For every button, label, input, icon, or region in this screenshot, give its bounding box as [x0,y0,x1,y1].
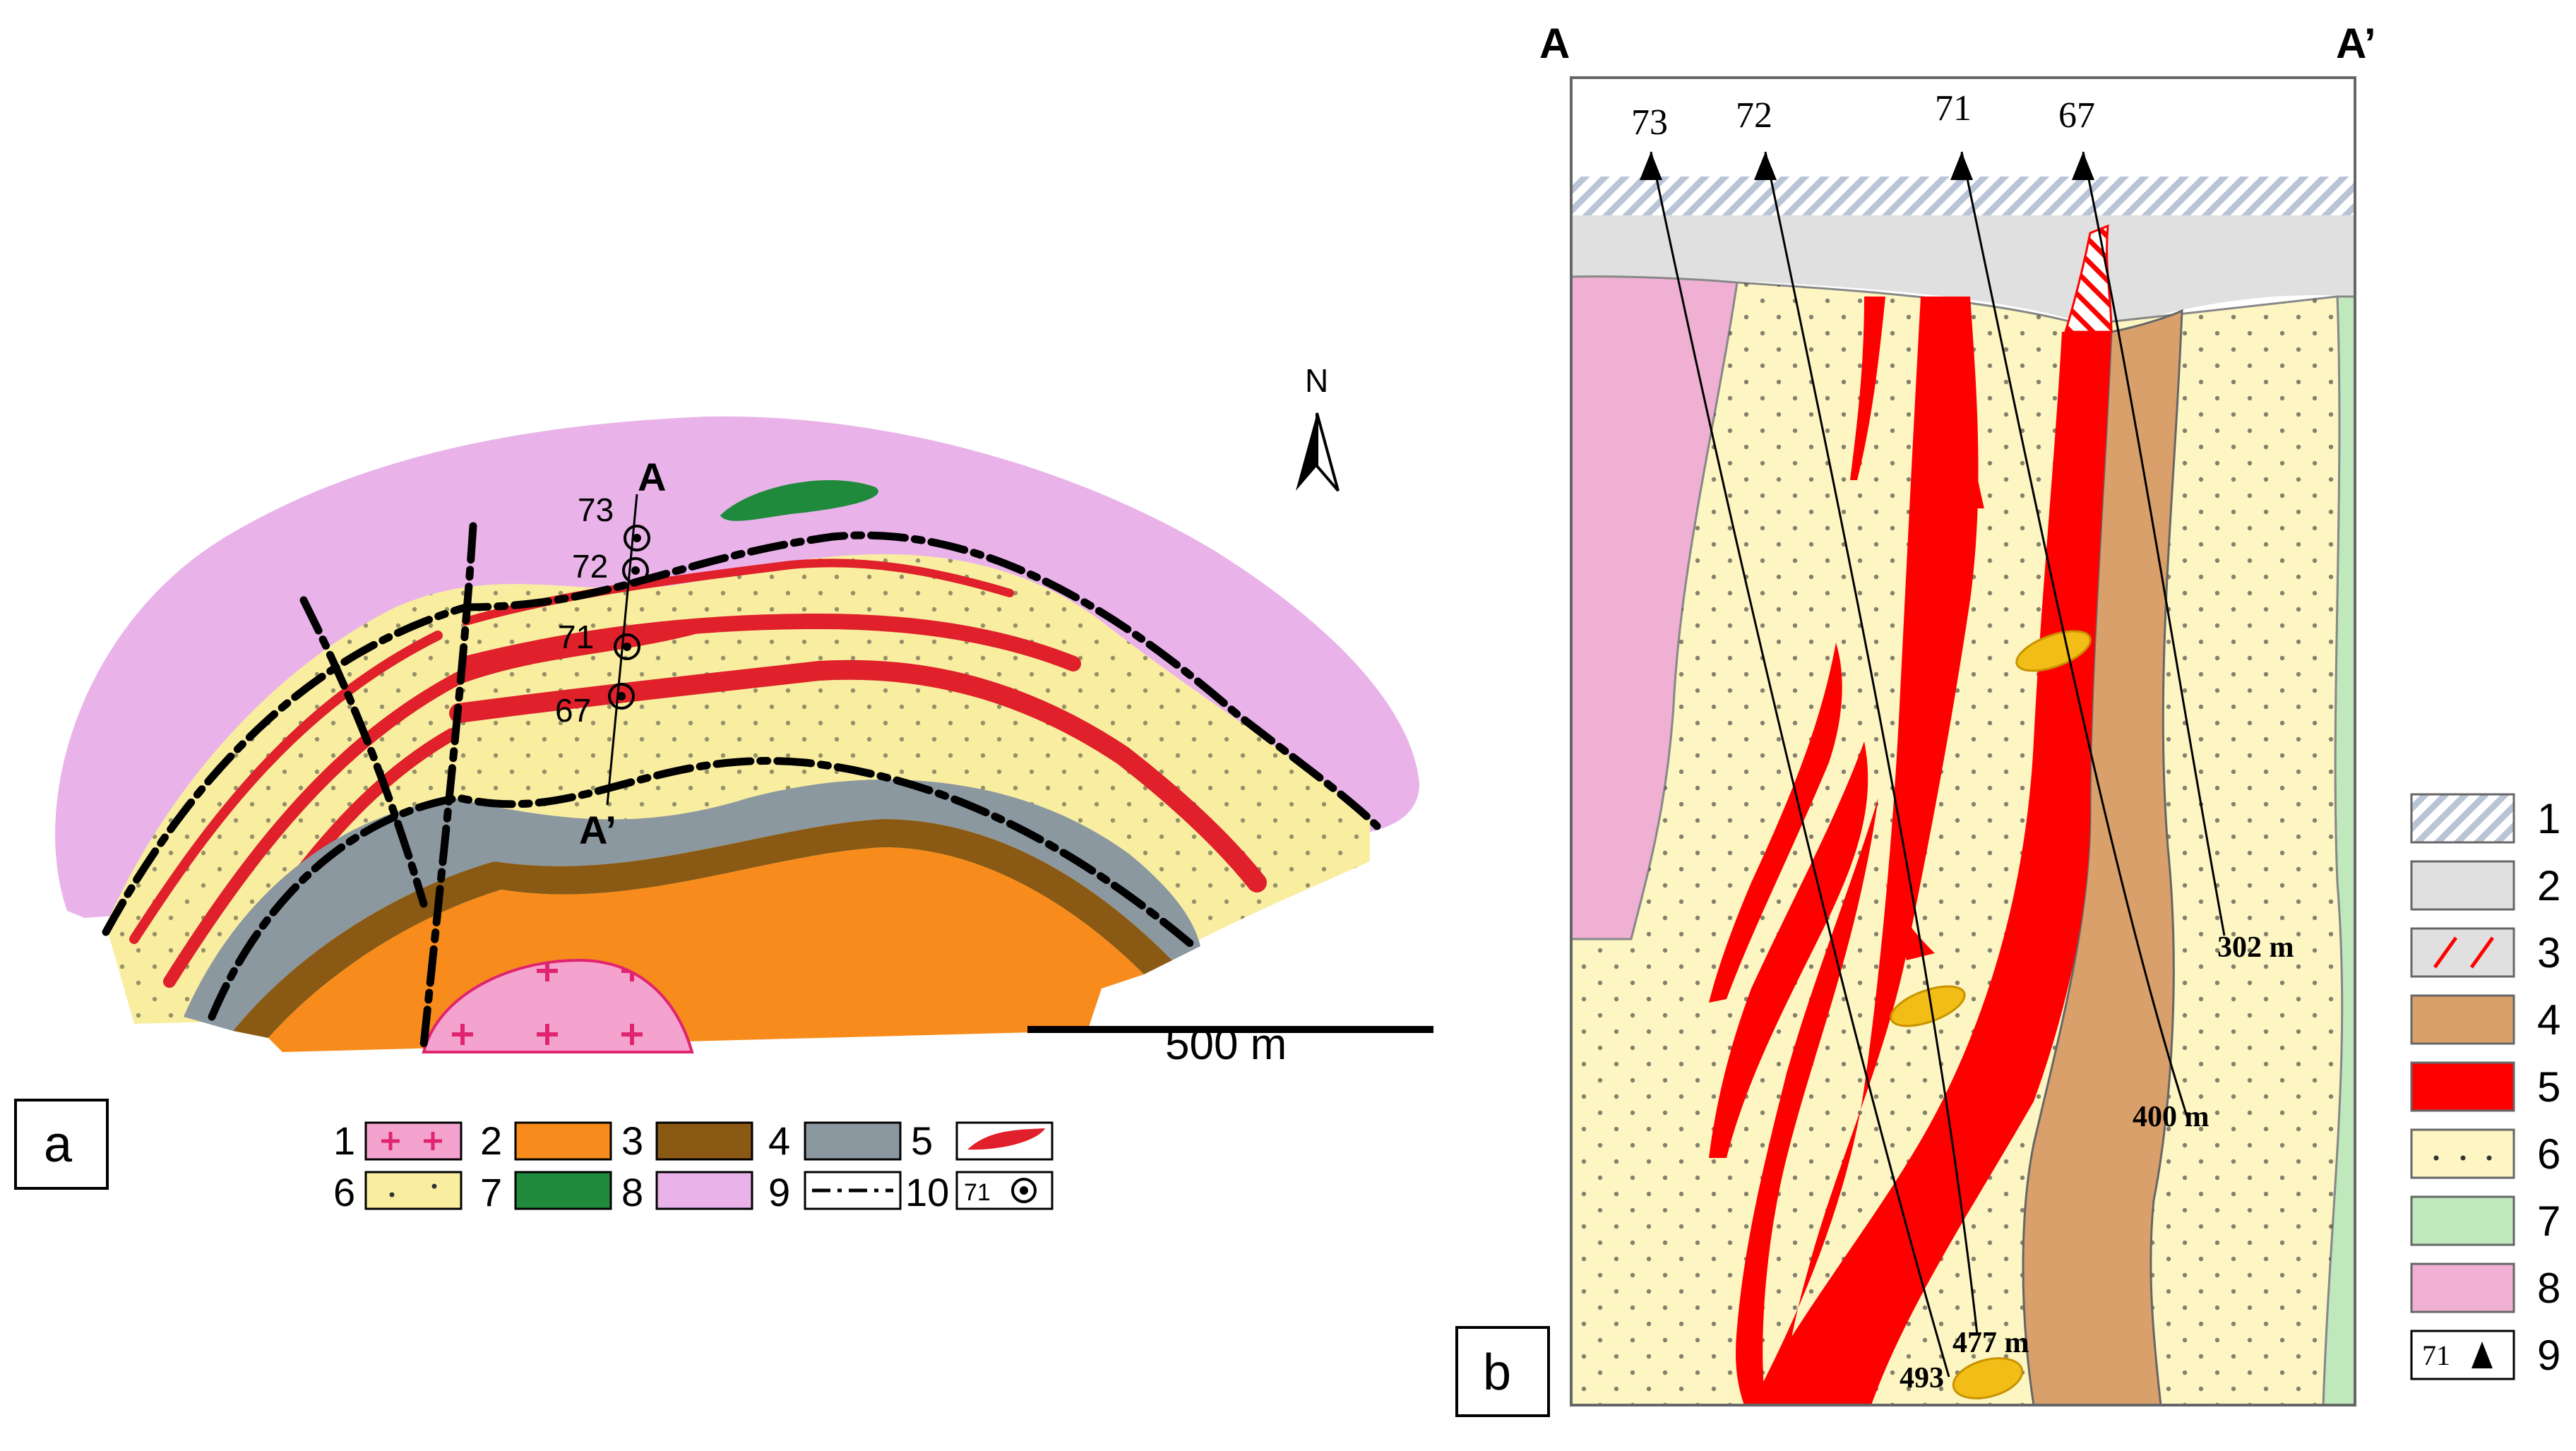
fault-lines [102,522,1381,1049]
legend-a-num-9: 9 [768,1170,790,1214]
well-markers-map [608,525,650,710]
grey-cover [1571,215,2355,332]
hatched-red-vein [2063,224,2113,333]
legend-b-swatch-6 [2410,1128,2515,1179]
panel-b-letter-box [1455,1326,1550,1417]
well-67-marker [608,683,635,710]
panel-a-letter-box [14,1099,109,1190]
legend-b-swatch-2 [2410,860,2515,911]
legend-b-num-3: 3 [2537,929,2560,977]
drillhole-67 [2082,151,2226,936]
panel-b-section: 73 72 71 67 302 m 400 m 477 m 493 A A’ b… [1455,20,2560,1417]
legend-b-swatch-4 [2410,994,2515,1045]
legend-a-swatch-7 [514,1171,612,1210]
red-ore-splinters-b [1709,297,1984,1405]
granite-crosses [424,960,692,1052]
depth-302: 302 m [2217,931,2294,964]
legend-a-num-3: 3 [621,1118,643,1163]
well-73-label: 73 [578,491,614,528]
panel-a-letter: a [44,1116,73,1173]
section-frame-border [1570,76,2356,1407]
legend-a-num-10: 10 [905,1170,949,1214]
drillhole-71 [1960,151,2190,1123]
section-well-73: 73 [1631,102,1668,143]
ore-lenses-b [1890,630,2092,1399]
section-well-71: 71 [1935,88,1972,129]
legend-a-swatch-1 [364,1121,463,1161]
legend-b-num-2: 2 [2537,862,2560,909]
legend-a-well-sample: 71 [964,1179,991,1206]
panel-a-map: 73 72 71 67 A A’ N 500 m a 1 2 3 4 5 [14,362,1433,1214]
ore-lens-1 [2015,630,2092,672]
section-start-label-b: A [1539,20,1570,67]
section-well-72: 72 [1736,95,1772,136]
legend-b-swatch-7 [2410,1195,2515,1246]
brown-layer [233,819,1172,1038]
legend-b-swatch-5 [2410,1061,2515,1112]
hatched-cover [1571,177,2355,215]
legend-b-num-8: 8 [2537,1265,2560,1312]
legend-a-swatch-3 [655,1121,753,1161]
legend-b-well-sample: 71 [2422,1339,2450,1371]
depth-477: 477 m [1952,1327,2029,1359]
legend-a-num-6: 6 [333,1170,355,1214]
legend-a-swatch-6 [364,1171,463,1210]
legend-b-swatch-8 [2410,1262,2515,1313]
north-arrow: N [1296,362,1340,492]
well-71-marker [614,633,640,660]
red-ore-main-upper-b [1751,297,1979,1405]
legend-b-num-5: 5 [2537,1063,2560,1111]
ore-lens-3 [1952,1357,2024,1399]
section-end-label-a: A’ [579,808,616,852]
legend-a-swatch-8 [655,1171,753,1210]
legend-b-num-6: 6 [2537,1130,2560,1178]
legend-b-num-9: 9 [2537,1332,2560,1379]
drillhole-traces [1650,151,2226,1378]
well-72-marker [622,557,649,584]
legend-a: 1 2 3 4 5 6 7 8 9 10 71 [333,1118,1054,1214]
depth-493: 493 [1900,1362,1944,1395]
legend-b-num-7: 7 [2537,1198,2560,1245]
depth-400: 400 m [2133,1101,2210,1133]
north-label: N [1305,362,1328,399]
tan-unit-b [2022,309,2183,1407]
red-ore-main-b [1751,332,2111,1405]
well-72-label: 72 [572,548,608,585]
legend-b-swatch-1 [2410,793,2515,844]
legend-b: 1 2 3 4 5 6 7 8 71 9 [2410,793,2560,1380]
grey-layer [184,780,1200,1031]
legend-a-num-5: 5 [911,1118,933,1163]
drillhole-73 [1650,151,1950,1378]
panel-b-letter: b [1483,1344,1511,1401]
section-well-67: 67 [2058,95,2095,136]
well-67-label: 67 [555,692,591,729]
well-73-marker [624,525,650,551]
legend-b-swatch-9 [2410,1330,2515,1380]
drillhole-72 [1764,151,1979,1335]
legend-a-swatch-4 [804,1121,902,1161]
legend-a-num-2: 2 [480,1118,502,1163]
scale-label: 500 m [1165,1020,1287,1069]
legend-a-num-8: 8 [621,1170,643,1214]
section-start-label-a: A [638,455,666,499]
legend-a-swatch-2 [514,1121,612,1161]
section-end-label-b: A’ [2336,20,2376,67]
drillhole-heads [1640,152,2094,180]
legend-b-swatch-3 [2410,927,2515,978]
legend-a-num-1: 1 [333,1118,355,1163]
legend-b-num-1: 1 [2537,795,2560,842]
legend-a-num-4: 4 [768,1118,790,1163]
legend-a-num-7: 7 [480,1170,502,1214]
legend-b-num-4: 4 [2537,996,2560,1044]
green-lens [720,479,878,521]
well-71-label: 71 [558,619,594,655]
section-line-a [606,494,638,806]
